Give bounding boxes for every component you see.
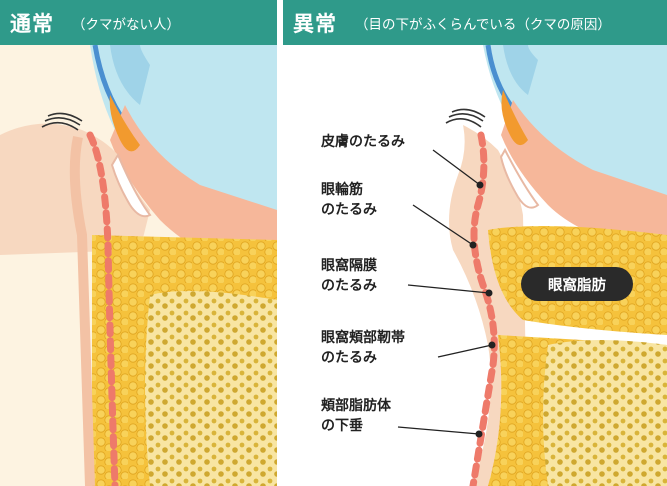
leader-dot-septum xyxy=(485,289,493,297)
tarsal-plate xyxy=(501,90,528,146)
leader-dot-skin xyxy=(476,181,484,189)
abnormal-title: 異常 xyxy=(293,11,337,36)
label-malar-fat-ptosis: 頬部脂肪体 の下垂 xyxy=(321,398,391,434)
leader-line-orbicularis xyxy=(412,204,474,246)
orbital-fat-label: 眼窩脂肪 xyxy=(521,267,633,301)
normal-subtitle: （クマがない人） xyxy=(72,16,180,33)
cheekbone xyxy=(145,291,277,486)
normal-illustration xyxy=(0,45,277,486)
fornix xyxy=(110,152,152,218)
eyelashes xyxy=(41,112,83,131)
leader-dot-malar-fat xyxy=(475,430,483,438)
iris xyxy=(110,45,150,105)
muscle-layer xyxy=(501,100,667,255)
cheekbone xyxy=(543,340,667,486)
abnormal-header: 異常 （目の下がふくらんでいる（クマの原因） xyxy=(283,0,667,45)
label-skin-sagging: 皮膚のたるみ xyxy=(321,134,405,150)
label-ligament-sagging: 眼窩頬部靭帯 のたるみ xyxy=(321,330,405,366)
label-orbicularis-sagging: 眼輪筋 のたるみ xyxy=(321,182,377,218)
iris xyxy=(503,45,538,95)
fornix xyxy=(499,147,540,209)
leader-line-septum xyxy=(407,284,490,294)
muscle-layer xyxy=(110,105,277,280)
tarsal-plate xyxy=(109,95,140,152)
leader-line-skin xyxy=(432,149,481,186)
abnormal-subtitle: （目の下がふくらんでいる（クマの原因） xyxy=(355,16,611,33)
panel-abnormal: 異常 （目の下がふくらんでいる（クマの原因） 皮膚のたるみ 眼輪筋 のたるみ 眼… xyxy=(283,0,667,486)
skin-outline xyxy=(69,135,95,486)
leader-dot-orbicularis xyxy=(469,241,477,249)
leader-line-ligament xyxy=(437,344,493,358)
orbicularis-muscle xyxy=(469,131,498,486)
leader-dot-ligament xyxy=(488,341,496,349)
abnormal-illustration xyxy=(283,45,667,486)
eyelashes xyxy=(445,108,486,128)
normal-header: 通常 （クマがない人） xyxy=(0,0,277,45)
panel-normal: 通常 （クマがない人） xyxy=(0,0,277,486)
orbicularis-muscle xyxy=(86,131,119,486)
leader-line-malar-fat xyxy=(397,426,480,435)
normal-title: 通常 xyxy=(10,11,54,36)
label-septum-sagging: 眼窩隔膜 のたるみ xyxy=(321,258,377,294)
